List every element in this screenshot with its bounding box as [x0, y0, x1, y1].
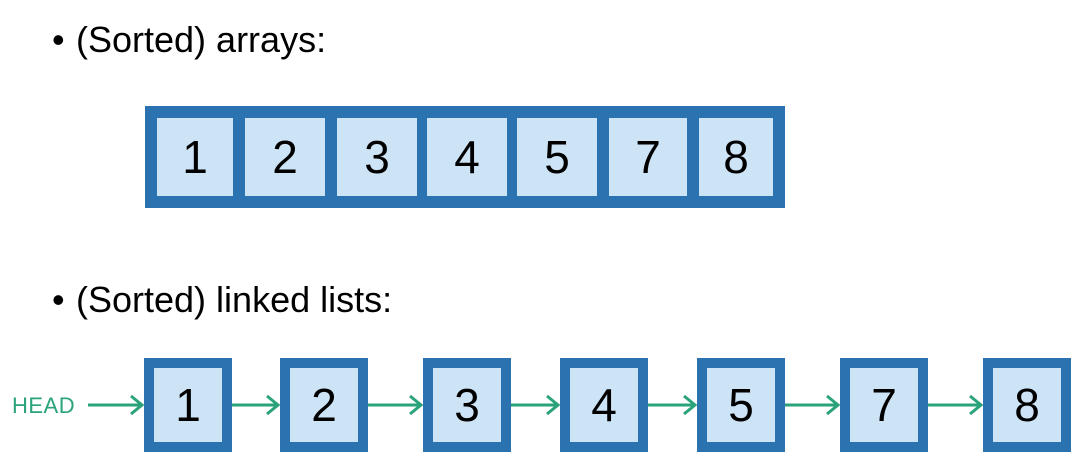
array-cell: 3 — [337, 118, 417, 196]
next-pointer-arrow — [928, 394, 984, 416]
list-node: 2 — [280, 358, 368, 452]
array-cell: 2 — [245, 118, 325, 196]
list-node: 4 — [560, 358, 648, 452]
array-cell: 7 — [609, 118, 687, 196]
next-pointer-arrow — [368, 394, 424, 416]
list-node-value: 3 — [433, 368, 501, 442]
list-node: 8 — [983, 358, 1071, 452]
next-pointer-arrow — [648, 394, 698, 416]
array-cell: 4 — [427, 118, 507, 196]
next-pointer-arrow — [232, 394, 281, 416]
list-node: 1 — [144, 358, 232, 452]
bullet-arrays: • (Sorted) arrays: — [52, 22, 326, 58]
array-cell: 8 — [699, 118, 773, 196]
list-node: 7 — [840, 358, 928, 452]
bullet-arrays-text: (Sorted) arrays: — [76, 19, 327, 60]
list-node-value: 1 — [154, 368, 222, 442]
head-label: HEAD — [12, 393, 76, 418]
list-node: 5 — [697, 358, 785, 452]
array-cell: 5 — [517, 118, 597, 196]
list-node: 3 — [423, 358, 511, 452]
next-pointer-arrow — [511, 394, 561, 416]
list-node-value: 5 — [707, 368, 775, 442]
array-cell: 1 — [157, 118, 233, 196]
head-arrow — [88, 394, 145, 416]
list-node-value: 8 — [993, 368, 1061, 442]
list-node-value: 4 — [570, 368, 638, 442]
bullet-linked-lists: • (Sorted) linked lists: — [52, 282, 392, 318]
bullet-lists-text: (Sorted) linked lists: — [76, 279, 393, 320]
list-node-value: 2 — [290, 368, 358, 442]
next-pointer-arrow — [785, 394, 841, 416]
bullet-dot: • — [52, 279, 65, 320]
bullet-dot: • — [52, 19, 65, 60]
list-node-value: 7 — [850, 368, 918, 442]
sorted-array: 1 2 3 4 5 7 8 — [145, 106, 785, 208]
